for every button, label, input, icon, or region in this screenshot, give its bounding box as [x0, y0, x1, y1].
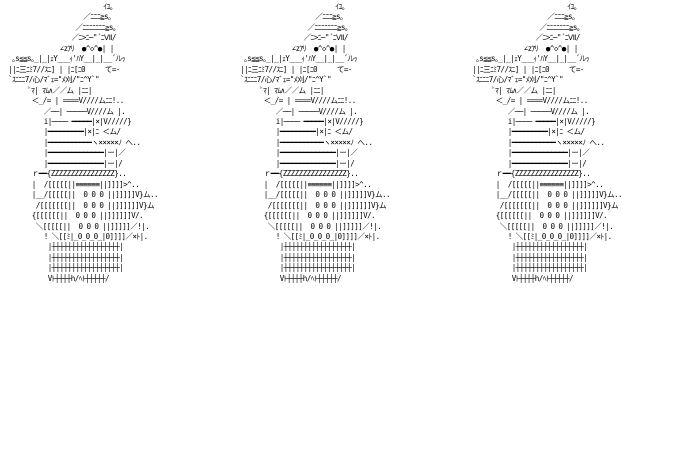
ascii-art-figure-center: ｲﾕ｡ ／ﾆﾆﾆ≧s｡ ／ﾆﾆﾆﾆﾆﾆﾆ≧s｡ ／ﾆ>ﾆ─"´ﾆⅦ/ ∠zｱﾘ … — [239, 2, 391, 283]
ascii-art-figure-left: ｲﾕ｡ ／ﾆﾆﾆ≧s｡ ／ﾆﾆﾆﾆﾆﾆﾆ≧s｡ ／ﾆ>ﾆ─"´ﾆⅦ/ ∠zｱﾘ … — [7, 2, 159, 283]
ascii-art-figure-right: ｲﾕ｡ ／ﾆﾆﾆ≧s｡ ／ﾆﾆﾆﾆﾆﾆﾆ≧s｡ ／ﾆ>ﾆ─"´ﾆⅦ/ ∠zｱﾘ … — [471, 2, 623, 283]
